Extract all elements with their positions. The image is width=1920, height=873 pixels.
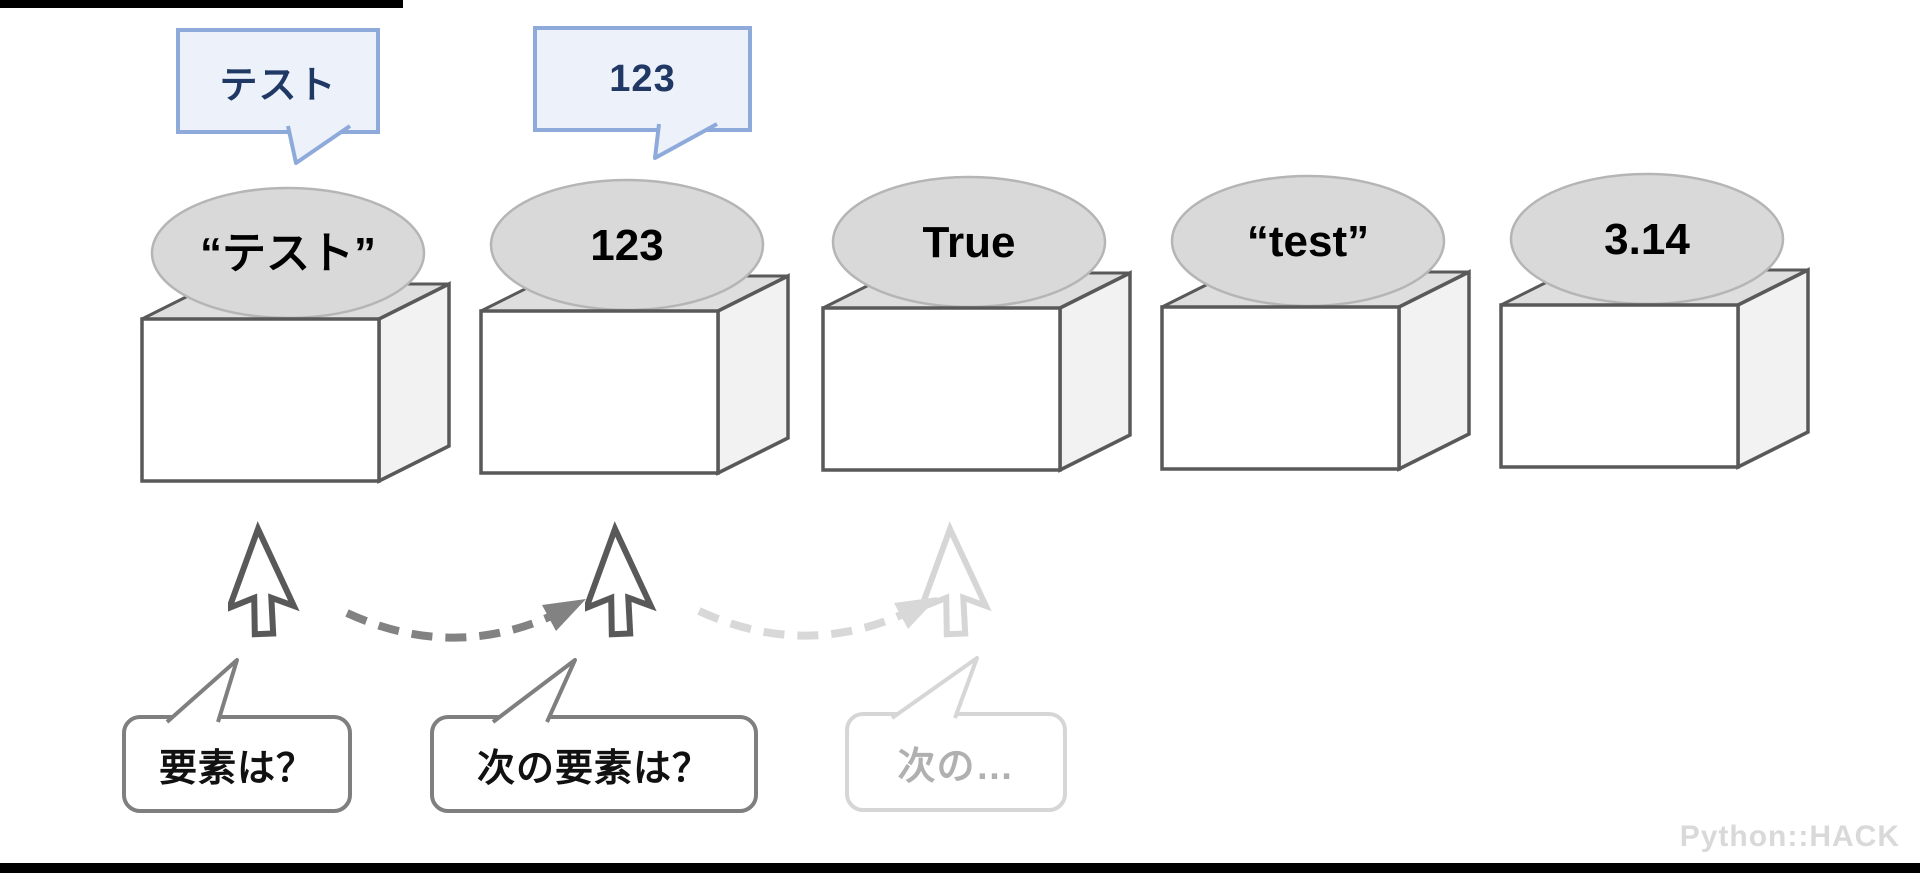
callout-question-element-label: 要素は？ [158, 747, 315, 790]
list-element-box-4: “test” [1160, 174, 1471, 472]
element-value-5: 3.14 [1604, 215, 1690, 264]
callout-iterated-value-1-label: テスト [219, 64, 337, 107]
list-element-box-2: 123 [479, 178, 790, 476]
list-element-box-1: “テスト” [140, 186, 451, 484]
arrowhead [542, 599, 586, 631]
box-front-face [479, 309, 720, 475]
top-progress-bar [0, 0, 403, 8]
callout-iterated-value-2: 123 [533, 26, 752, 132]
callout-iterated-value-2-tail [653, 122, 718, 160]
watermark-brand: Python::HACK [1679, 820, 1900, 853]
box-front-face [1499, 303, 1740, 469]
mouse-pointer-icon-1 [228, 521, 300, 638]
box-side-face [377, 281, 451, 484]
arrowhead [894, 597, 938, 629]
element-value-4: “test” [1247, 217, 1369, 266]
callout-question-next-faded: 次の… [845, 712, 1067, 812]
box-front-face [821, 306, 1062, 472]
box-side-face [1736, 267, 1810, 470]
callout-question-next-faded-label: 次の… [897, 745, 1015, 788]
next-arrow-2 [697, 597, 938, 640]
callout-question-next-element: 次の要素は？ [430, 715, 758, 813]
element-value-2: 123 [590, 221, 663, 270]
callout-iterated-value-1-tail [286, 124, 352, 165]
callout-question-next-element-label: 次の要素は？ [476, 747, 711, 790]
list-element-box-3: True [821, 175, 1132, 473]
element-value-1: “テスト” [200, 229, 376, 278]
box-side-face [1397, 269, 1471, 472]
list-element-box-5: 3.14 [1499, 172, 1810, 470]
next-arrow-1 [345, 599, 586, 642]
callout-question-next-element-tail [491, 658, 577, 724]
box-front-face [140, 317, 381, 483]
box-front-face [1160, 305, 1401, 471]
box-side-face [1058, 270, 1132, 473]
box-side-face [716, 273, 790, 476]
callout-iterated-value-2-label: 123 [609, 57, 676, 100]
callout-question-element-tail [165, 658, 239, 724]
mouse-pointer-icon-2 [585, 521, 657, 638]
callout-question-next-faded-tail [890, 656, 979, 720]
bottom-bar [0, 863, 1920, 873]
callout-question-element: 要素は？ [122, 715, 352, 813]
callout-iterated-value-1: テスト [176, 28, 380, 134]
element-value-3: True [923, 218, 1016, 267]
